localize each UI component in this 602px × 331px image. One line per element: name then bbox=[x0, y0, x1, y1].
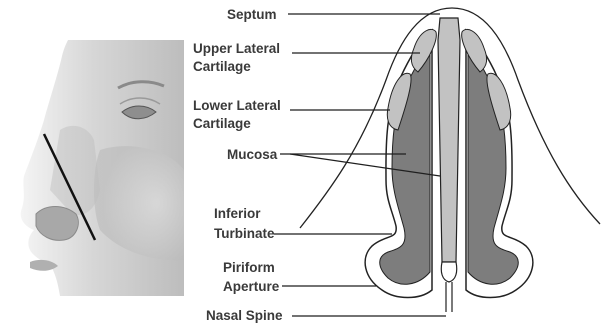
label-turbinate: Turbinate bbox=[214, 226, 275, 241]
label-upper-lateral-1: Upper Lateral bbox=[193, 41, 280, 56]
nasal-spine bbox=[441, 262, 456, 282]
label-mucosa: Mucosa bbox=[227, 147, 278, 162]
label-aperture: Aperture bbox=[223, 279, 280, 294]
label-septum: Septum bbox=[227, 7, 277, 22]
nasal-floor-bone bbox=[446, 282, 452, 312]
label-lower-lateral-2: Cartilage bbox=[193, 116, 251, 131]
label-upper-lateral-2: Cartilage bbox=[193, 59, 251, 74]
label-piriform: Piriform bbox=[223, 260, 275, 275]
label-lower-lateral-1: Lower Lateral bbox=[193, 98, 281, 113]
septum bbox=[438, 18, 460, 262]
labels: Septum Upper Lateral Cartilage Lower Lat… bbox=[193, 7, 283, 323]
label-nasal-spine: Nasal Spine bbox=[206, 308, 283, 323]
face-profile-illustration bbox=[21, 40, 184, 296]
label-inferior: Inferior bbox=[214, 206, 261, 221]
